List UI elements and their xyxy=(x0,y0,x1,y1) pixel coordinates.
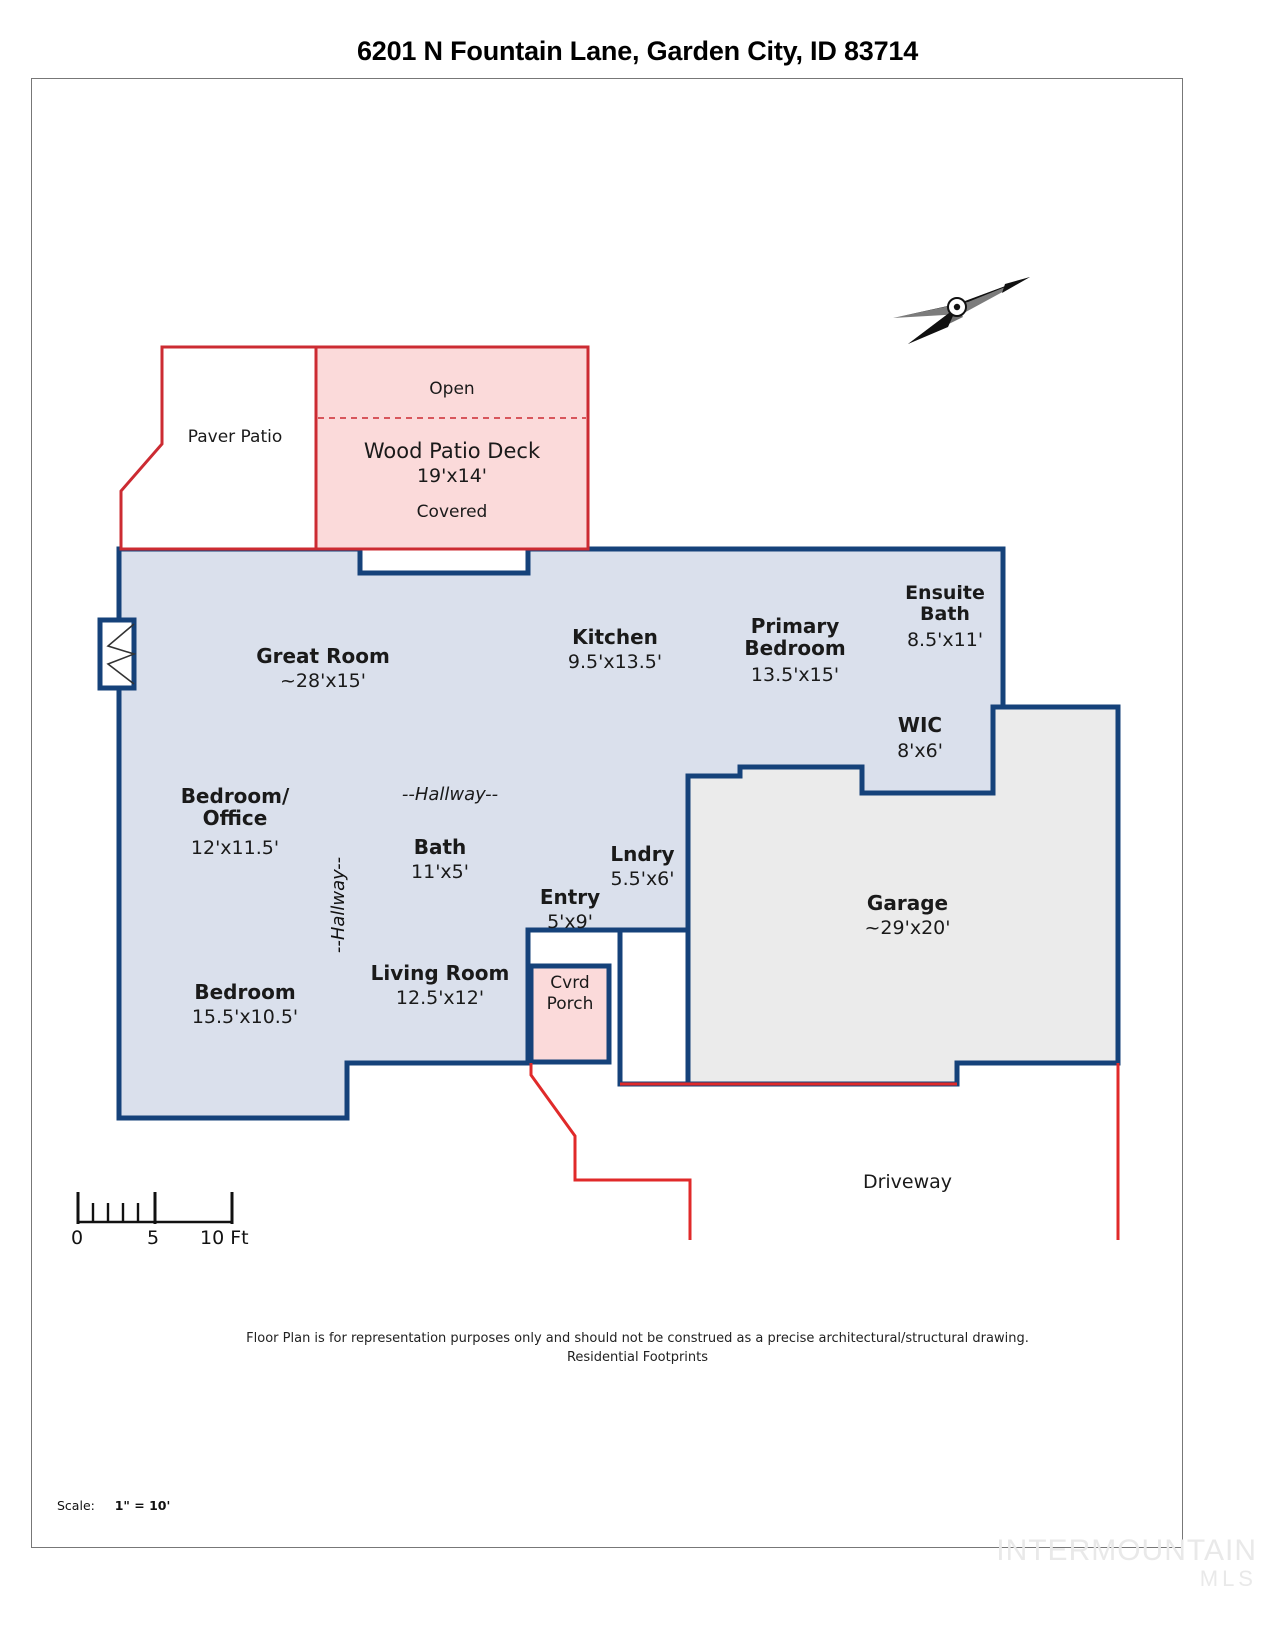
room-dim-bath: 11'x5' xyxy=(411,861,469,883)
scale-bar-icon xyxy=(76,1192,234,1224)
scale-note: Scale: 1" = 10' xyxy=(57,1498,170,1513)
entry-garage-notch xyxy=(617,927,691,1087)
deck-open-label: Open xyxy=(429,379,475,399)
wood-patio-deck-dim: 19'x14' xyxy=(416,465,488,487)
scale-note-value: 1" = 10' xyxy=(114,1498,171,1513)
room-label-kitchen: Kitchen xyxy=(572,625,658,649)
scale-note-label: Scale: xyxy=(57,1498,95,1513)
room-label-bedroom-office: Bedroom/ Office xyxy=(180,784,290,831)
room-label-primary-bedroom: Primary Bedroom xyxy=(744,614,846,661)
wood-patio-deck-shape xyxy=(314,345,590,551)
watermark-line-2: MLS xyxy=(1199,1565,1257,1591)
page-title: 6201 N Fountain Lane, Garden City, ID 83… xyxy=(356,36,919,66)
disclaimer: Floor Plan is for representation purpose… xyxy=(0,1330,1275,1368)
room-label-lndry: Lndry xyxy=(610,842,675,866)
room-dim-bedroom-office: 12'x11.5' xyxy=(190,837,280,859)
disclaimer-line-2: Residential Footprints xyxy=(566,1349,709,1365)
covered-porch-shape xyxy=(528,963,612,1065)
room-dim-bedroom: 15.5'x10.5' xyxy=(191,1006,299,1028)
scale-tick-10: 10 Ft xyxy=(200,1227,249,1249)
room-dim-primary-bedroom: 13.5'x15' xyxy=(750,664,840,686)
front-walk-line xyxy=(529,1063,692,1240)
room-dim-garage: ~29'x20' xyxy=(864,917,951,939)
hallway-label-horizontal: --Hallway-- xyxy=(401,784,499,805)
north-arrow-icon xyxy=(893,277,1030,344)
west-window-swing xyxy=(106,623,137,685)
scale-tick-0: 0 xyxy=(71,1227,84,1249)
room-label-ensuite-bath: Ensuite Bath xyxy=(905,582,985,626)
room-label-cvrd-porch: Cvrd Porch xyxy=(546,973,594,1015)
room-dim-ensuite-bath: 8.5'x11' xyxy=(906,629,984,651)
house-outline xyxy=(116,546,1006,1121)
hallway-label-vertical: --Hallway-- xyxy=(328,856,349,954)
room-dim-living-room: 12.5'x12' xyxy=(395,987,485,1009)
watermark-line-1: INTERMOUNTAIN xyxy=(996,1534,1257,1568)
room-dim-wic: 8'x6' xyxy=(897,740,943,762)
room-dim-kitchen: 9.5'x13.5' xyxy=(567,651,663,673)
paver-patio-label: Paver Patio xyxy=(187,427,283,447)
scale-tick-5: 5 xyxy=(147,1227,160,1249)
driveway-label: Driveway xyxy=(862,1171,953,1193)
room-dim-great-room: ~28'x15' xyxy=(280,670,366,692)
room-label-great-room: Great Room xyxy=(256,644,390,668)
room-dim-lndry: 5.5'x6' xyxy=(610,868,675,890)
wood-patio-deck-name: Wood Patio Deck xyxy=(363,439,541,463)
room-label-bedroom: Bedroom xyxy=(194,980,296,1004)
watermark: INTERMOUNTAIN MLS xyxy=(996,1535,1257,1590)
room-label-bath: Bath xyxy=(413,835,467,859)
room-label-garage: Garage xyxy=(866,891,949,915)
disclaimer-line-1: Floor Plan is for representation purpose… xyxy=(246,1331,1029,1346)
west-window-symbol xyxy=(97,617,137,691)
room-label-living-room: Living Room xyxy=(370,961,510,985)
room-dim-entry: 5'x9' xyxy=(547,911,593,933)
room-label-entry: Entry xyxy=(539,885,601,909)
room-label-wic: WIC xyxy=(897,713,943,737)
paver-patio-shape xyxy=(119,345,318,551)
deck-covered-label: Covered xyxy=(416,502,488,522)
